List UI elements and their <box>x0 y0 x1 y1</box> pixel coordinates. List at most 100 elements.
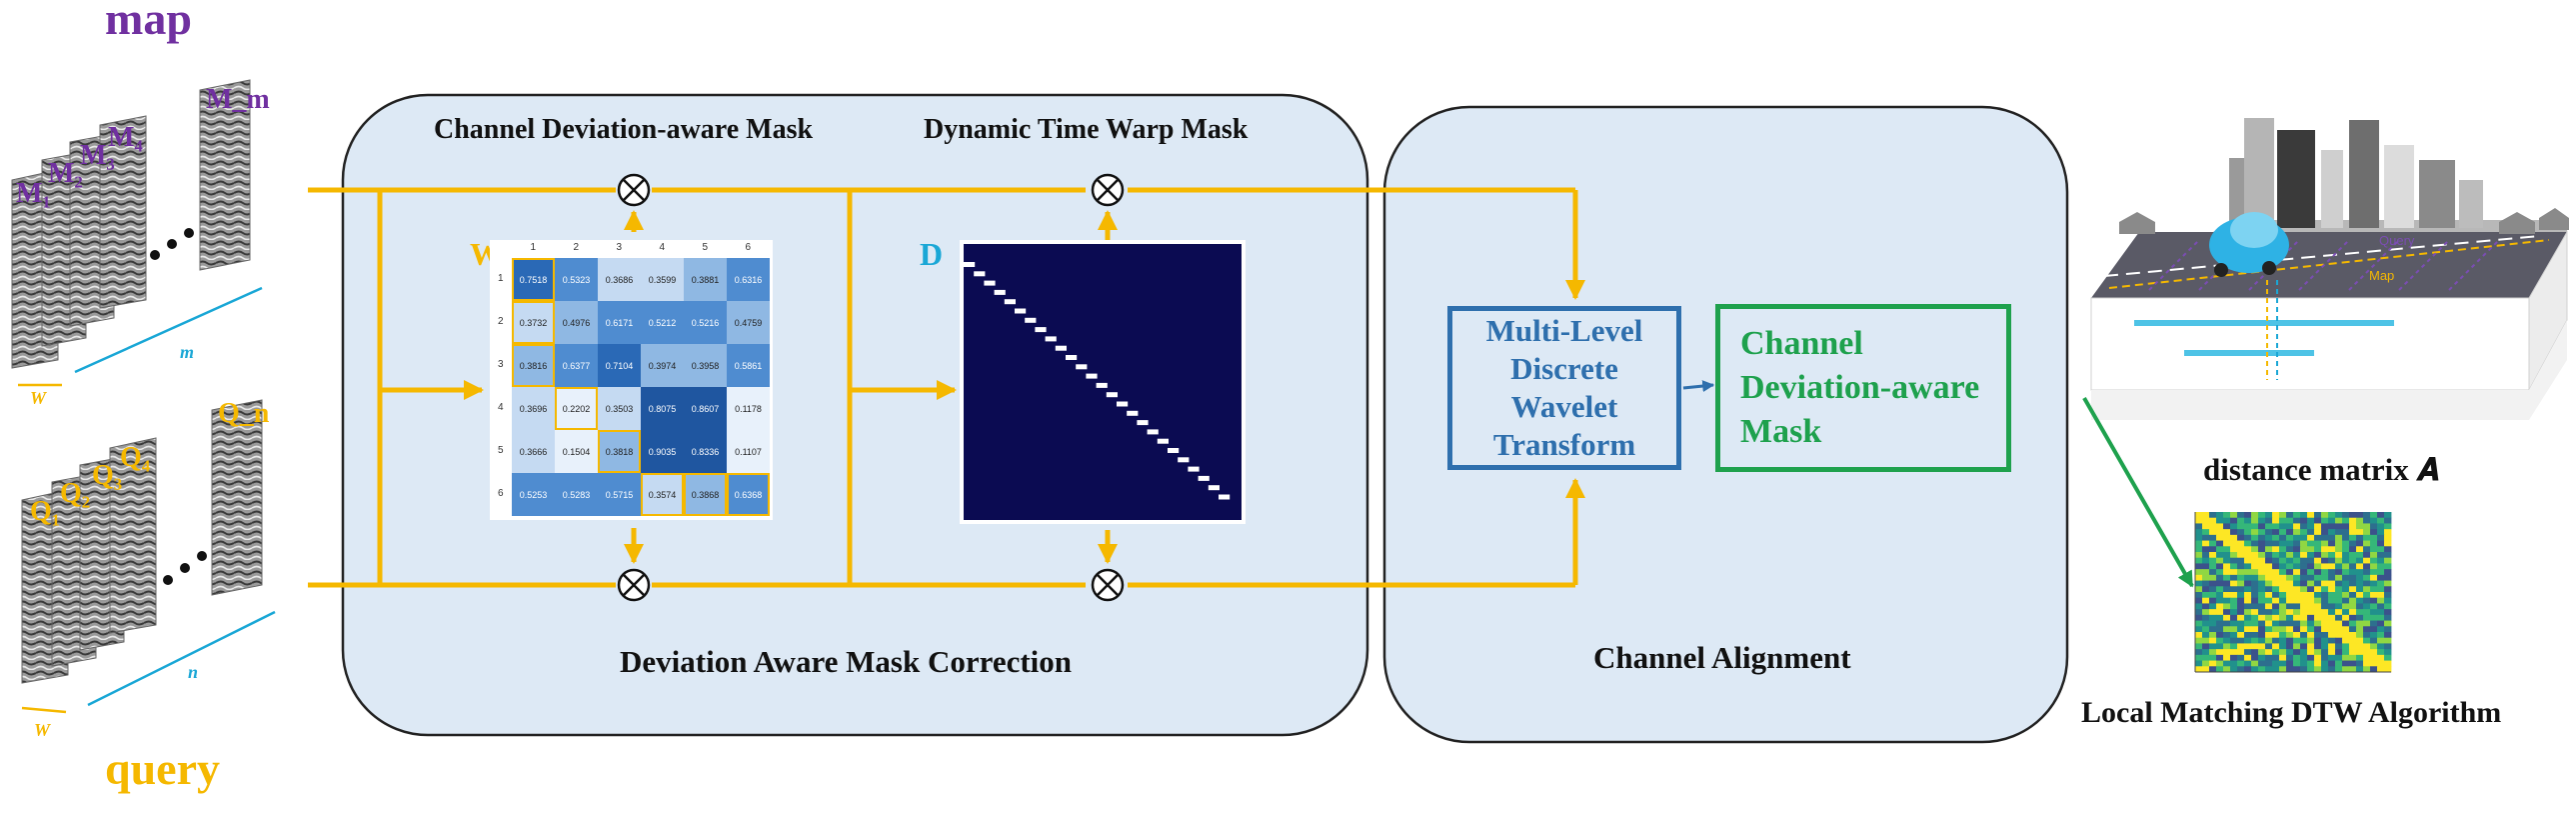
heatmap-cell <box>2265 580 2273 587</box>
matrix-col-header: 2 <box>573 242 580 253</box>
heatmap-cell <box>2223 517 2231 524</box>
heatmap-cell <box>2349 529 2357 536</box>
heatmap-cell <box>2363 523 2371 530</box>
heatmap-cell <box>2258 569 2266 576</box>
heatmap-cell <box>2237 512 2245 519</box>
heatmap-cell <box>2223 649 2231 656</box>
heatmap-cell <box>2335 563 2343 570</box>
dtw-path-cell <box>1004 299 1016 305</box>
heatmap-cell <box>2237 649 2245 656</box>
heatmap-cell <box>2300 614 2308 621</box>
heatmap-cell <box>2335 534 2343 541</box>
heatmap-cell <box>2328 529 2336 536</box>
heatmap-cell <box>2370 597 2378 604</box>
heatmap-cell <box>2202 552 2210 559</box>
heatmap-cell <box>2202 557 2210 564</box>
heatmap-cell <box>2216 557 2224 564</box>
heatmap-cell <box>2335 574 2343 581</box>
heatmap-cell <box>2272 557 2280 564</box>
heatmap-cell <box>2216 637 2224 644</box>
heatmap-cell <box>2384 546 2392 553</box>
heatmap-cell <box>2384 637 2392 644</box>
heatmap-cell <box>2286 512 2294 519</box>
heatmap-cell <box>2363 609 2371 616</box>
heatmap-cell <box>2265 632 2273 639</box>
map-frame-label-3: M₃ <box>80 140 115 171</box>
heatmap-cell <box>2349 534 2357 541</box>
heatmap-cell <box>2209 632 2217 639</box>
heatmap-cell <box>2202 660 2210 667</box>
dtw-path-cell <box>964 262 976 267</box>
heatmap-cell <box>2370 603 2378 610</box>
heatmap-cell <box>2349 626 2357 633</box>
heatmap-cell <box>2279 512 2287 519</box>
heatmap-cell <box>2251 620 2259 627</box>
heatmap-cell <box>2230 592 2238 599</box>
heatmap-cell <box>2195 654 2203 661</box>
dtw-path-cell <box>1157 438 1169 444</box>
heatmap-cell <box>2370 512 2378 519</box>
dtw-matrix-label: D <box>920 236 944 272</box>
heatmap-cell <box>2328 666 2336 673</box>
heatmap-cell <box>2279 660 2287 667</box>
dtw-mask-matrix <box>960 240 1246 524</box>
heatmap-cell <box>2244 540 2252 547</box>
heatmap-cell <box>2251 552 2259 559</box>
heatmap-cell <box>2328 632 2336 639</box>
matrix-col-header: 6 <box>745 242 752 253</box>
heatmap-cell <box>2314 540 2322 547</box>
heatmap-cell <box>2370 529 2378 536</box>
matrix-cell: 0.5283 <box>555 473 598 516</box>
heatmap-cell <box>2328 512 2336 519</box>
heatmap-cell <box>2223 626 2231 633</box>
heatmap-cell <box>2321 643 2329 650</box>
heatmap-cell <box>2195 626 2203 633</box>
heatmap-cell <box>2223 580 2231 587</box>
matrix-cell: 0.2202 <box>555 387 598 430</box>
heatmap-cell <box>2370 637 2378 644</box>
heatmap-cell <box>2286 660 2294 667</box>
heatmap-cell <box>2335 512 2343 519</box>
heatmap-cell <box>2272 603 2280 610</box>
heatmap-cell <box>2300 649 2308 656</box>
heatmap-cell <box>2335 649 2343 656</box>
heatmap-cell <box>2293 540 2301 547</box>
heatmap-cell <box>2335 529 2343 536</box>
heatmap-cell <box>2209 660 2217 667</box>
heatmap-cell <box>2223 523 2231 530</box>
heatmap-cell <box>2335 609 2343 616</box>
heatmap-cell <box>2258 632 2266 639</box>
heatmap-cell <box>2286 620 2294 627</box>
heatmap-cell <box>2202 540 2210 547</box>
heatmap-cell <box>2223 603 2231 610</box>
heatmap-cell <box>2244 534 2252 541</box>
heatmap-cell <box>2286 643 2294 650</box>
heatmap-cell <box>2272 540 2280 547</box>
heatmap-cell <box>2370 534 2378 541</box>
heatmap-cell <box>2342 569 2350 576</box>
heatmap-cell <box>2335 666 2343 673</box>
heatmap-cell <box>2265 552 2273 559</box>
heatmap-cell <box>2342 512 2350 519</box>
heatmap-cell <box>2363 660 2371 667</box>
heatmap-cell <box>2265 546 2273 553</box>
heatmap-cell <box>2307 586 2315 593</box>
heatmap-cell <box>2237 580 2245 587</box>
heatmap-cell <box>2314 557 2322 564</box>
heatmap-cell <box>2237 563 2245 570</box>
heatmap-cell <box>2272 592 2280 599</box>
heatmap-cell <box>2342 546 2350 553</box>
heatmap-cell <box>2195 586 2203 593</box>
matrix-row-header: 3 <box>498 358 504 370</box>
heatmap-cell <box>2272 552 2280 559</box>
heatmap-cell <box>2272 614 2280 621</box>
heatmap-cell <box>2384 660 2392 667</box>
heatmap-cell <box>2377 626 2385 633</box>
heatmap-cell <box>2223 632 2231 639</box>
heatmap-cell <box>2370 654 2378 661</box>
heatmap-cell <box>2363 643 2371 650</box>
matrix-cell: 0.5323 <box>555 258 598 301</box>
heatmap-cell <box>2244 597 2252 604</box>
heatmap-cell <box>2272 643 2280 650</box>
heatmap-cell <box>2356 649 2364 656</box>
